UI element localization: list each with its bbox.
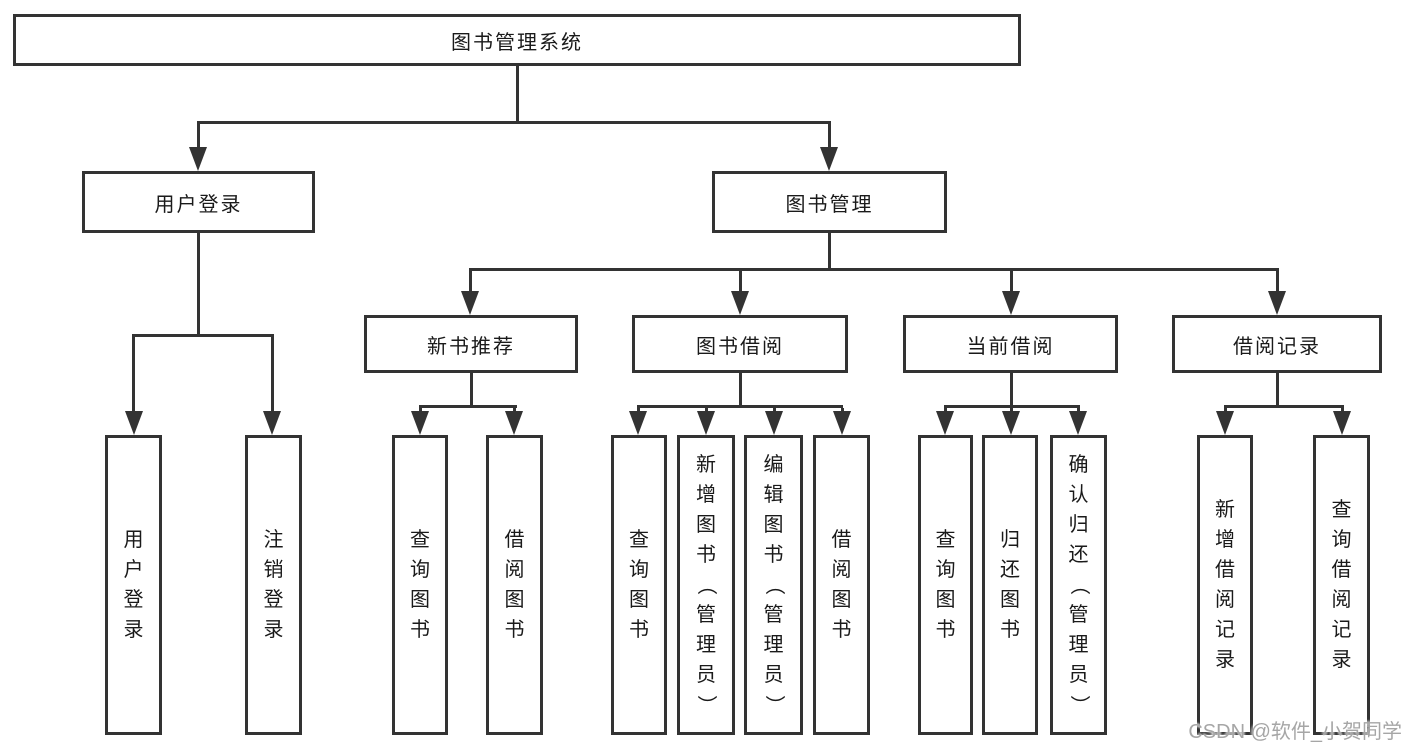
arrow-down-icon (1333, 411, 1351, 435)
connector-stub (271, 337, 274, 413)
connector-branch (419, 405, 517, 408)
arrow-down-icon (411, 411, 429, 435)
leaf-query-books-recommend: 查询图书 (392, 435, 448, 735)
connector-stub (1276, 271, 1279, 293)
arrow-down-icon (1002, 411, 1020, 435)
connector-vertical (1010, 371, 1013, 408)
connector-user-login-branch (132, 334, 274, 337)
node-label: 新增图书（管理员） (695, 454, 717, 715)
node-label: 编辑图书（管理员） (762, 454, 785, 715)
leaf-user-login: 用户登录 (105, 435, 162, 735)
node-label: 查询借阅记录 (1331, 499, 1352, 671)
leaf-query-books-borrow: 查询图书 (611, 435, 667, 735)
arrow-down-icon (125, 411, 143, 435)
node-user-login: 用户登录 (82, 171, 315, 233)
node-book-borrow: 图书借阅 (632, 315, 848, 373)
node-label: 借阅记录 (1233, 335, 1321, 358)
node-label: 新增借阅记录 (1215, 499, 1235, 671)
node-label: 图书管理 (785, 193, 874, 216)
node-label: 查询图书 (629, 529, 649, 641)
node-label: 用户登录 (123, 529, 144, 641)
connector-user-login-vertical (197, 231, 200, 337)
leaf-borrow-books-recommend: 借阅图书 (486, 435, 543, 735)
arrow-down-icon (833, 411, 851, 435)
leaf-borrow-books: 借阅图书 (813, 435, 870, 735)
node-label: 查询图书 (935, 529, 956, 641)
arrow-down-icon (765, 411, 783, 435)
connector-stub (132, 337, 135, 413)
arrow-down-icon (1002, 291, 1020, 315)
connector-branch (637, 405, 843, 408)
connector-stub (739, 271, 742, 293)
leaf-add-borrow-record: 新增借阅记录 (1197, 435, 1253, 735)
csdn-watermark: CSDN @软件_小贺同学 (1188, 721, 1402, 743)
leaf-query-books-current: 查询图书 (918, 435, 973, 735)
leaf-edit-books-admin: 编辑图书（管理员） (744, 435, 803, 735)
arrow-down-icon (1069, 411, 1087, 435)
arrow-down-icon (936, 411, 954, 435)
leaf-add-books-admin: 新增图书（管理员） (677, 435, 735, 735)
node-book-management: 图书管理 (712, 171, 947, 233)
connector-vertical (1276, 371, 1279, 408)
arrow-down-icon (697, 411, 715, 435)
arrow-down-icon (820, 147, 838, 171)
leaf-query-borrow-record: 查询借阅记录 (1313, 435, 1370, 735)
connector-branch (944, 405, 1080, 408)
connector-book-management-vertical (828, 231, 831, 271)
arrow-down-icon (1216, 411, 1234, 435)
connector-root-vertical (516, 64, 519, 124)
leaf-logout: 注销登录 (245, 435, 302, 735)
node-current-borrow: 当前借阅 (903, 315, 1118, 373)
arrow-down-icon (1268, 291, 1286, 315)
connector-stub (1010, 271, 1013, 293)
node-label: 图书借阅 (696, 335, 784, 358)
connector-root-branch (197, 121, 831, 124)
arrow-down-icon (731, 291, 749, 315)
node-root-library-system: 图书管理系统 (13, 14, 1021, 66)
node-new-book-recommend: 新书推荐 (364, 315, 578, 373)
arrow-down-icon (189, 147, 207, 171)
node-label: 当前借阅 (966, 335, 1055, 358)
connector-vertical (739, 371, 742, 408)
arrow-down-icon (505, 411, 523, 435)
connector-vertical (470, 371, 473, 408)
node-label: 查询图书 (410, 529, 430, 641)
node-label: 用户登录 (154, 193, 243, 216)
connector-book-management-branch (469, 268, 1279, 271)
node-label: 确认归还（管理员） (1067, 454, 1090, 715)
node-label: 新书推荐 (427, 335, 515, 358)
node-label: 图书管理系统 (451, 31, 583, 54)
arrow-down-icon (461, 291, 479, 315)
connector-stub (469, 271, 472, 293)
node-label: 借阅图书 (831, 529, 852, 641)
node-label: 归还图书 (1000, 529, 1020, 641)
leaf-return-books: 归还图书 (982, 435, 1038, 735)
leaf-confirm-return-admin: 确认归还（管理员） (1050, 435, 1107, 735)
arrow-down-icon (629, 411, 647, 435)
connector-stub-user-login (197, 124, 200, 150)
node-label: 注销登录 (263, 529, 284, 641)
node-label: 借阅图书 (504, 529, 525, 641)
connector-stub-book-management (828, 124, 831, 150)
connector-branch (1224, 405, 1344, 408)
arrow-down-icon (263, 411, 281, 435)
node-borrow-records: 借阅记录 (1172, 315, 1382, 373)
